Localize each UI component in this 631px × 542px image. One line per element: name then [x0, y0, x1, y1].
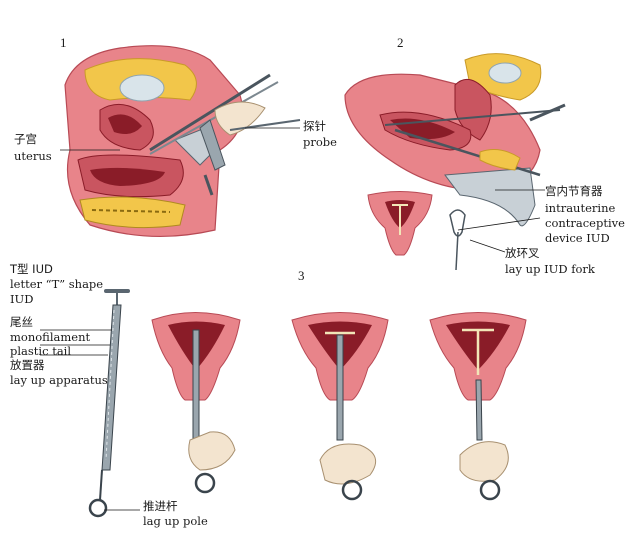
fork-label-zh: 放环叉 [505, 247, 540, 260]
tail-label-zh: 尾丝 [10, 316, 33, 329]
fork-label-en: lay up IUD fork [505, 263, 595, 276]
iud-label-en-3: device IUD [545, 232, 610, 245]
panel3-stage1 [152, 313, 240, 493]
panel3-stage2 [292, 313, 388, 500]
iud-inserter-instrument [40, 291, 140, 516]
panel1-anatomy [60, 46, 300, 237]
probe-label-en: probe [303, 136, 337, 149]
iud-label-en-1: intrauterine [545, 202, 615, 215]
pole-label-en: lag up pole [143, 515, 208, 528]
t-iud-label-en-1: letter “T” shape [10, 278, 103, 291]
apparatus-label-en: lay up apparatus [10, 374, 108, 387]
tail-label-en-1: monofilament [10, 331, 90, 344]
panel-1-number: 1 [60, 35, 67, 51]
pole-label-zh: 推进杆 [143, 500, 178, 513]
t-iud-label-zh: T型 IUD [10, 263, 53, 276]
panel-2-number: 2 [397, 35, 404, 51]
panel3-stage3 [430, 313, 526, 500]
panel-3-number: 3 [298, 268, 305, 284]
panel2-anatomy [345, 54, 565, 270]
tail-label-en-2: plastic tail [10, 345, 71, 358]
iud-label-zh: 宫内节育器 [545, 185, 603, 198]
iud-label-en-2: contraceptive [545, 217, 625, 230]
probe-label-zh: 探针 [303, 120, 326, 133]
t-iud-label-en-2: IUD [10, 293, 33, 306]
uterus-label-en: uterus [14, 150, 52, 163]
uterus-label-zh: 子宫 [14, 133, 37, 146]
apparatus-label-zh: 放置器 [10, 359, 45, 372]
